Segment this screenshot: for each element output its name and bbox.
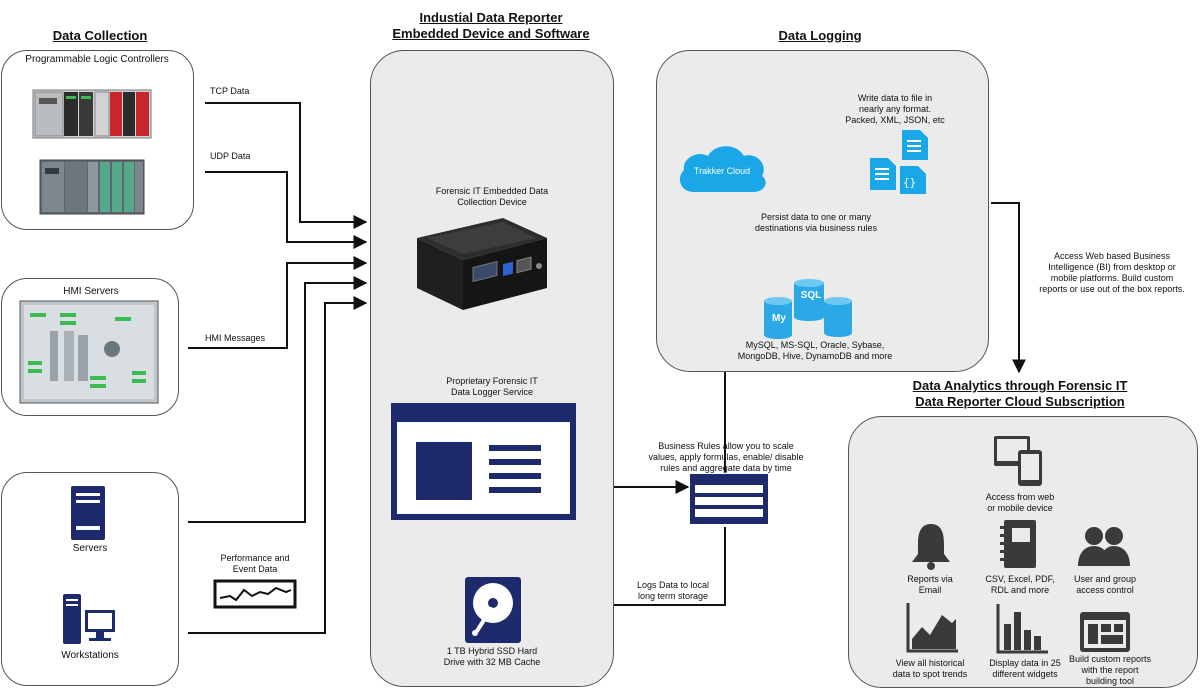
devices-icon [994,436,1042,486]
csv-line1: CSV, Excel, PDF, [985,574,1055,584]
trakker-cloud-icon [679,146,766,192]
data-collection-title: Data Collection [52,28,148,43]
drive-label-line1: 1 TB Hybrid SSD Hard [446,646,538,656]
tcp-arrow [205,102,368,229]
performance-graph-icon [213,579,297,609]
logging-to-analytics-arrow [991,202,1026,374]
notebook-icon [1000,520,1036,568]
logs-local-line2: long term storage [637,591,709,601]
udp-arrow [205,171,368,249]
servers-arrow [188,276,368,523]
workstations-label: Workstations [61,650,119,661]
trakker-cloud-label: Trakker Cloud [693,166,751,176]
hard-drive-icon [465,577,521,643]
reports-line1: Reports via [907,574,953,584]
persist-line1: Persist data to one or many [760,212,872,222]
reporter-title-line1: Industial Data Reporter [419,10,563,25]
write-line2: nearly any format. [858,104,932,114]
business-rules-line1: Business Rules allow you to scale [658,441,794,451]
hmi-label: HMI Servers [63,286,119,297]
custom-line1: Build custom reports [1068,654,1152,664]
csv-line2: RDL and more [990,585,1050,595]
user-line1: User and group [1073,574,1137,584]
tcp-label: TCP Data [210,86,250,96]
server-icon [71,486,105,540]
report-builder-icon [1080,612,1130,652]
drive-label-line2: Drive with 32 MB Cache [443,657,541,667]
mysql-text: My [772,313,786,324]
trend-chart-icon [906,603,958,653]
hmi-messages-label: HMI Messages [205,333,266,343]
business-rules-icon [690,474,768,524]
performance-label-line2: Event Data [232,564,278,574]
analytics-title-line2: Data Reporter Cloud Subscription [915,394,1125,409]
reporter-title-line2: Embedded Device and Software [392,26,590,41]
database-icon [764,279,852,339]
siemens-plc-image [39,159,145,215]
performance-label-line1: Performance and [220,553,290,563]
access-web-line3: mobile platforms. Build custom [1050,273,1174,283]
sql-text: SQL [800,290,822,301]
user-line2: access control [1076,585,1134,595]
hist-line1: View all historical [895,658,965,668]
servers-label: Servers [72,543,108,554]
custom-line3: building tool [1085,676,1135,686]
plc-label: Programmable Logic Controllers [25,54,169,65]
data-logging-title: Data Logging [778,28,862,43]
bar-widgets-icon [996,604,1048,654]
access-web-line4: reports or use out of the box reports. [1039,284,1185,294]
widgets-line1: Display data in 25 [989,658,1061,668]
business-rules-line2: values, apply formulas, enable/ disable [648,452,804,462]
data-logger-service-icon [391,403,576,520]
device-label-line1: Forensic IT Embedded Data [435,186,549,196]
access-web-line2: Intelligence (BI) from desktop or [1048,262,1176,272]
access-web-line1: Access Web based Business [1054,251,1170,261]
business-rules-line3: rules and aggregate data by time [660,463,792,473]
file-formats-icon: {} [870,130,928,194]
service-label-line2: Data Logger Service [450,387,534,397]
access-line2: or mobile device [987,503,1053,513]
hist-line2: data to spot trends [892,669,968,679]
hmi-screen-image [19,300,159,404]
embedded-device-image [417,218,547,310]
hmi-arrow [188,256,368,349]
device-label-line2: Collection Device [457,197,527,207]
logs-local-line1: Logs Data to local [636,580,710,590]
udp-label: UDP Data [210,151,251,161]
custom-line2: with the report [1081,665,1139,675]
workstation-icon [63,594,115,644]
widgets-line2: different widgets [992,669,1058,679]
plc-rack-image [32,89,152,139]
db-line2: MongoDB, Hive, DynamoDB and more [737,351,893,361]
persist-line2: destinations via business rules [754,223,878,233]
service-label-line1: Proprietary Forensic IT [446,376,538,386]
workstations-arrow [188,296,368,634]
svg-text:{}: {} [903,176,916,189]
write-line1: Write data to file in [857,93,933,103]
reports-line2: Email [918,585,942,595]
bell-icon [912,524,950,570]
analytics-title-line1: Data Analytics through Forensic IT [912,378,1128,393]
users-icon [1078,527,1130,566]
write-line3: Packed, XML, JSON, etc [845,115,945,125]
access-line1: Access from web [985,492,1055,502]
db-line1: MySQL, MS-SQL, Oracle, Sybase, [745,340,885,350]
